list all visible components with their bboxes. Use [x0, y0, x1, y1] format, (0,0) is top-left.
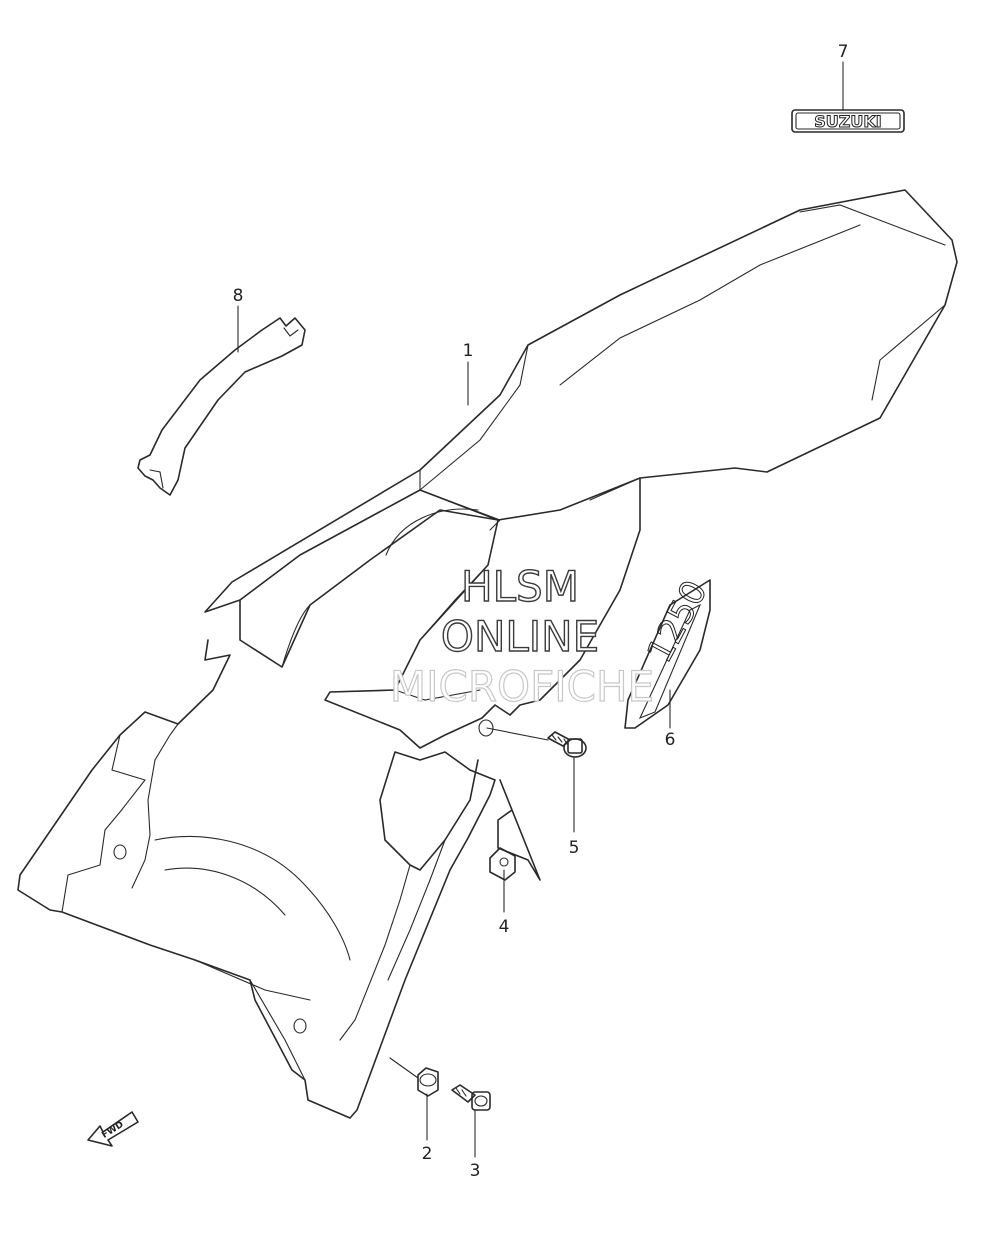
bolt-5: [547, 731, 587, 758]
suzuki-emblem: SUZUKI: [791, 109, 905, 133]
bolt-3: [451, 1084, 491, 1111]
emblem-text: SUZUKI: [814, 112, 881, 131]
callout-3: 3: [470, 1161, 481, 1181]
rear-fender: [17, 189, 958, 1119]
forward-arrow-icon: FWD: [87, 1111, 139, 1147]
watermark-line-2: ONLINE: [441, 612, 599, 661]
collar-2: [417, 1067, 439, 1097]
callout-1: 1: [463, 341, 474, 361]
watermark-line-1: HLSM: [461, 562, 579, 611]
leader-lines: [237, 61, 844, 1158]
watermark: HLSM ONLINE MICROFICHE: [389, 561, 654, 711]
callout-5: 5: [569, 838, 580, 858]
watermark-line-3: MICROFICHE: [390, 662, 654, 711]
callout-labels: 1 2 3 4 5 6 7 8: [233, 42, 849, 1181]
callout-2: 2: [422, 1144, 433, 1164]
svg-text:1250: 1250: [640, 574, 716, 669]
spanner-tool: [137, 317, 306, 496]
callout-7: 7: [838, 42, 849, 62]
nut-clip-4: [489, 847, 516, 881]
callout-6: 6: [665, 730, 676, 750]
callout-4: 4: [499, 917, 510, 937]
callout-8: 8: [233, 286, 244, 306]
